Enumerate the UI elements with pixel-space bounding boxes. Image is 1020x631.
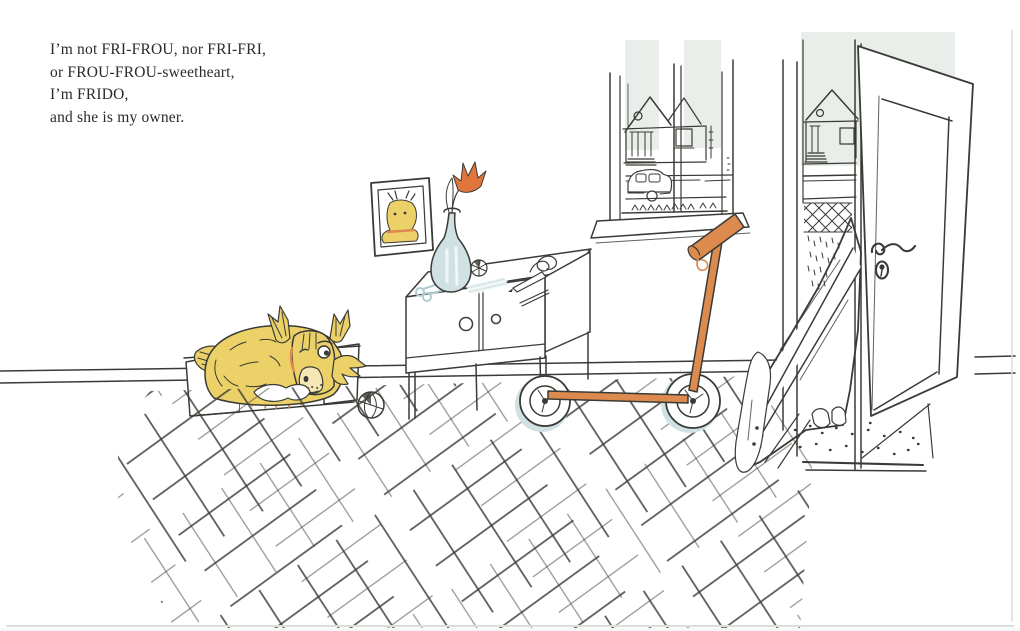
window-sill [590, 212, 750, 239]
dog [193, 305, 367, 406]
dog-nose [303, 375, 309, 383]
window-glass-reflection [684, 40, 721, 148]
story-line: or FROU-FROU-sweetheart, [50, 63, 235, 81]
grass-ticks [631, 202, 717, 211]
dog-collar [289, 346, 296, 373]
scooter-deck [547, 390, 689, 404]
story-line: I’m FRIDO, [50, 86, 129, 103]
scooter-stem [688, 239, 723, 393]
dog-wink-eye [299, 348, 309, 353]
dog-ear [329, 309, 351, 343]
doorway-street-scene [802, 89, 859, 290]
page-edges [0, 30, 1020, 631]
leaf [445, 177, 454, 213]
window [590, 40, 751, 244]
car [627, 168, 673, 193]
window-glass-reflection [625, 40, 659, 150]
tiled-floor [118, 376, 814, 628]
segmented-ball [470, 259, 488, 277]
lattice-fence [804, 203, 852, 232]
vase-and-flower [430, 161, 487, 293]
wrist-strap [696, 255, 709, 272]
scooter [515, 213, 745, 433]
cabinet-knob[interactable] [458, 316, 474, 332]
dog-ear [267, 305, 291, 344]
scribble [529, 255, 558, 273]
story-line: I’m not FRI-FROU, nor FRI-FRI, [50, 41, 267, 58]
picture-frame [370, 177, 434, 257]
plaid-coat [734, 217, 862, 473]
coat-sleeve [734, 351, 772, 473]
cabinet-door-divider [478, 286, 484, 352]
door [857, 45, 1016, 459]
pen [512, 271, 547, 293]
door-slab [857, 45, 974, 417]
pencil [519, 289, 550, 307]
story-text: I’m not FRI-FROU, nor FRI-FRI, or FROU-F… [50, 42, 266, 132]
door-shadow [861, 403, 934, 459]
flower [452, 161, 487, 193]
doorway [743, 32, 955, 472]
boots [811, 406, 847, 429]
story-line: and she is my owner. [50, 108, 185, 126]
forehead-fringe [301, 332, 317, 351]
window-frame [590, 59, 751, 244]
right-baseboard [974, 355, 1016, 375]
door-handle-icon[interactable] [870, 242, 917, 256]
dog-chest-fluff [331, 354, 367, 386]
vase [430, 212, 472, 293]
wall-baseboard [0, 359, 781, 384]
cabinet-knob[interactable] [490, 313, 502, 325]
window-street-scene [622, 96, 734, 211]
